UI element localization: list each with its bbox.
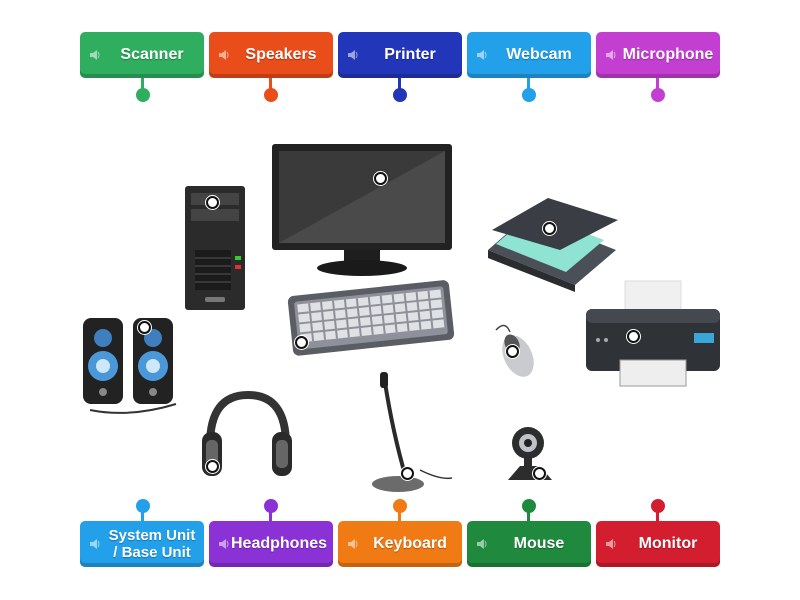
hotspot-webcam[interactable] — [533, 467, 546, 480]
bottom-stem-5 — [656, 508, 659, 522]
top-pin-3 — [393, 88, 407, 102]
top-pin-2 — [264, 88, 278, 102]
speaker-icon[interactable] — [475, 537, 493, 551]
speaker-icon[interactable] — [346, 537, 364, 551]
top-pin-1 — [136, 88, 150, 102]
label-system-unit[interactable]: System Unit / Base Unit — [80, 521, 204, 567]
label-text: Scanner — [120, 46, 184, 63]
label-speakers[interactable]: Speakers — [209, 32, 333, 78]
label-printer[interactable]: Printer — [338, 32, 462, 78]
hotspot-headphones[interactable] — [206, 460, 219, 473]
top-stem-3 — [398, 78, 401, 92]
headphones-image — [202, 390, 292, 476]
label-text: System Unit / Base Unit — [108, 527, 196, 561]
label-text: Speakers — [245, 46, 317, 63]
top-pin-5 — [651, 88, 665, 102]
speaker-icon[interactable] — [88, 537, 106, 551]
bottom-pin-5 — [651, 499, 665, 513]
hotspot-monitor[interactable] — [374, 172, 387, 185]
bottom-stem-2 — [269, 508, 272, 522]
hotspot-scanner[interactable] — [543, 222, 556, 235]
hotspot-printer[interactable] — [627, 330, 640, 343]
speaker-icon[interactable] — [88, 48, 106, 62]
label-text: Microphone — [622, 46, 714, 63]
hotspot-speakers[interactable] — [138, 321, 151, 334]
hotspot-mouse[interactable] — [506, 345, 519, 358]
top-stem-4 — [527, 78, 530, 92]
speaker-icon[interactable] — [346, 48, 364, 62]
speaker-icon[interactable] — [217, 48, 235, 62]
bottom-stem-1 — [141, 508, 144, 522]
label-mouse[interactable]: Mouse — [467, 521, 591, 567]
scanner-image — [488, 198, 618, 292]
printer-image — [586, 280, 720, 387]
label-keyboard[interactable]: Keyboard — [338, 521, 462, 567]
hotspot-keyboard[interactable] — [295, 336, 308, 349]
keyboard-image — [287, 280, 455, 356]
speaker-icon[interactable] — [604, 537, 622, 551]
label-text: Headphones — [231, 535, 328, 552]
label-text: Mouse — [513, 535, 565, 552]
label-headphones[interactable]: Headphones — [209, 521, 333, 567]
monitor-image — [272, 144, 452, 276]
hotspot-system-unit[interactable] — [206, 196, 219, 209]
label-text: Webcam — [506, 46, 572, 63]
top-stem-2 — [269, 78, 272, 92]
label-text: Printer — [384, 46, 436, 63]
top-pin-4 — [522, 88, 536, 102]
label-microphone[interactable]: Microphone — [596, 32, 720, 78]
top-stem-1 — [141, 78, 144, 92]
label-text: Keyboard — [373, 535, 447, 552]
label-scanner[interactable]: Scanner — [80, 32, 204, 78]
bottom-pin-2 — [264, 499, 278, 513]
speaker-icon[interactable] — [475, 48, 493, 62]
bottom-pin-3 — [393, 499, 407, 513]
hotspot-microphone[interactable] — [401, 467, 414, 480]
bottom-pin-1 — [136, 499, 150, 513]
speaker-icon[interactable] — [217, 537, 231, 551]
label-webcam[interactable]: Webcam — [467, 32, 591, 78]
speakers-image — [83, 318, 177, 414]
label-text: Monitor — [638, 535, 698, 552]
label-monitor[interactable]: Monitor — [596, 521, 720, 567]
speaker-icon[interactable] — [604, 48, 622, 62]
bottom-stem-3 — [398, 508, 401, 522]
top-stem-5 — [656, 78, 659, 92]
bottom-stem-4 — [527, 508, 530, 522]
microphone-image — [372, 372, 453, 492]
bottom-pin-4 — [522, 499, 536, 513]
